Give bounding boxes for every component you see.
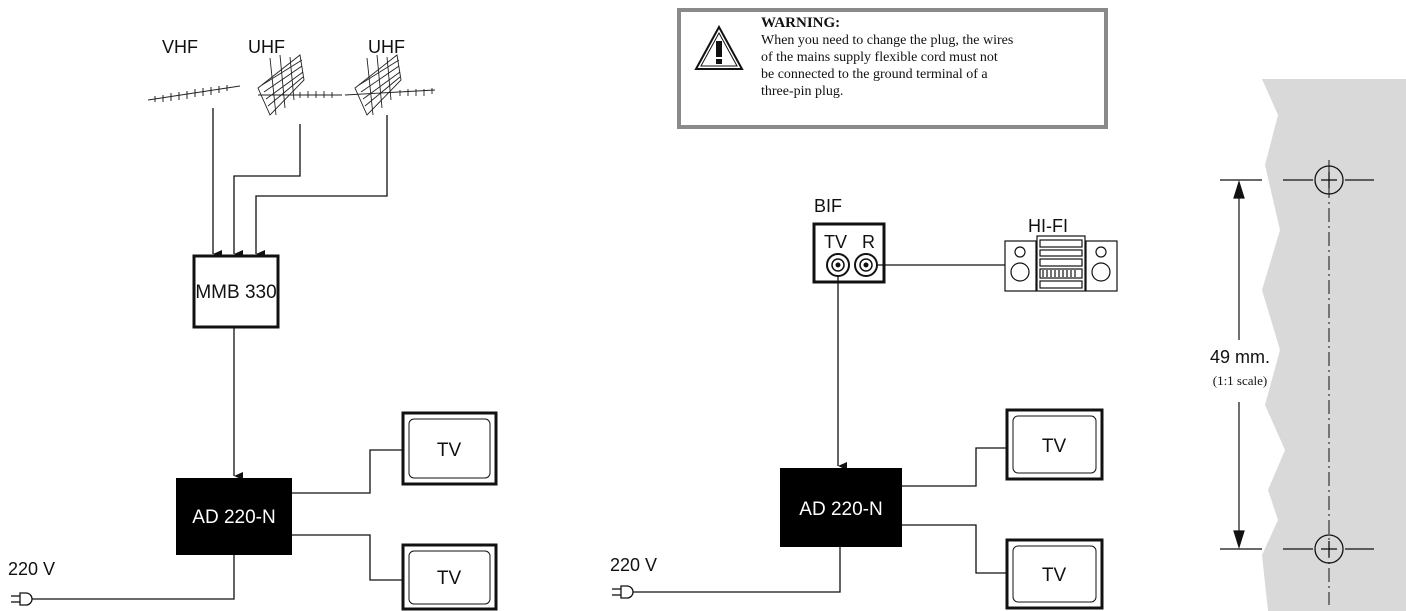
distance-label: 49 mm. xyxy=(1210,347,1270,367)
tv-label: TV xyxy=(437,440,462,461)
warning-line: of the mains supply flexible cord must n… xyxy=(761,50,998,65)
wall-surface xyxy=(1262,79,1406,611)
mmb330-label: MMB 330 xyxy=(195,282,276,303)
vhf-antenna-icon xyxy=(147,85,241,102)
tv-unit-middle-1: TV xyxy=(1005,408,1104,481)
middle-diagram: BIF TV R HI-FI xyxy=(610,196,1118,610)
tv-label: TV xyxy=(1042,565,1067,586)
tv-label: TV xyxy=(1042,436,1067,457)
bif-port-r-label: R xyxy=(862,232,875,252)
warning-text: When you need to change the plug, the wi… xyxy=(761,32,1101,100)
bif-label: BIF xyxy=(814,196,842,216)
power-plug-icon xyxy=(612,585,634,599)
vhf-label: VHF xyxy=(162,37,198,57)
dimension-arrow xyxy=(1220,179,1262,550)
warning-line: three-pin plug. xyxy=(761,84,844,99)
tv-unit-middle-2: TV xyxy=(1005,538,1104,610)
warning-title: WARNING: xyxy=(761,15,841,31)
bif-port-tv-label: TV xyxy=(824,232,847,252)
ad220n-distributor-box-left xyxy=(176,478,292,555)
tv-unit-left-2: TV xyxy=(401,543,498,611)
left-diagram: VHF UHF UHF MMB 330 xyxy=(8,37,498,611)
hifi-stereo-icon xyxy=(1004,235,1118,292)
hifi-label: HI-FI xyxy=(1028,216,1068,236)
uhf-label-1: UHF xyxy=(248,37,285,57)
ad220n-distributor-box-middle xyxy=(780,468,902,547)
ad220n-label-middle: AD 220-N xyxy=(799,499,882,520)
tv-unit-left-1: TV xyxy=(401,411,498,486)
drill-hole-bottom-icon xyxy=(1283,534,1374,564)
uhf-antenna-icon-2 xyxy=(344,54,436,116)
warning-line: be connected to the ground terminal of a xyxy=(761,67,988,82)
drill-hole-top-icon xyxy=(1283,165,1374,195)
power-plug-icon xyxy=(11,592,33,606)
bif-connection-box: TV R xyxy=(812,222,886,284)
warning-line: When you need to change the plug, the wi… xyxy=(761,33,1014,48)
scale-label: (1:1 scale) xyxy=(1213,373,1268,388)
power-label-left: 220 V xyxy=(8,559,55,579)
tv-label: TV xyxy=(437,568,462,589)
warning-triangle-icon xyxy=(694,24,744,70)
mmb330-amplifier-box xyxy=(192,254,280,329)
power-label-middle: 220 V xyxy=(610,555,657,575)
ad220n-label-left: AD 220-N xyxy=(192,507,275,528)
uhf-antenna-icon-1 xyxy=(257,54,342,116)
uhf-label-2: UHF xyxy=(368,37,405,57)
warning-box: WARNING: When you need to change the plu… xyxy=(677,8,1108,129)
mounting-template: 49 mm. (1:1 scale) xyxy=(1210,79,1406,611)
